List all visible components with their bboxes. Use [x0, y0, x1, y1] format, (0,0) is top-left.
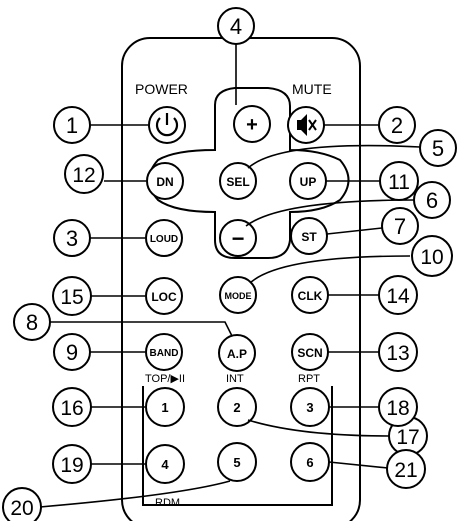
- svg-text:16: 16: [60, 397, 83, 420]
- svg-text:15: 15: [60, 286, 83, 309]
- callout-11: 11: [379, 161, 419, 201]
- svg-text:10: 10: [420, 246, 443, 269]
- svg-text:2: 2: [391, 113, 403, 138]
- mute-button[interactable]: [287, 106, 325, 144]
- volume-up-button[interactable]: +: [233, 105, 271, 143]
- volume-down-button[interactable]: −: [219, 219, 257, 257]
- digit-6-label: 6: [306, 455, 313, 470]
- callout-12: 12: [64, 154, 104, 194]
- power-icon: [155, 117, 179, 137]
- svg-text:6: 6: [426, 188, 438, 213]
- svg-text:5: 5: [432, 136, 444, 161]
- callout-5: 5: [419, 129, 457, 167]
- power-label: POWER: [135, 81, 188, 97]
- callout-3: 3: [53, 219, 91, 257]
- svg-text:11: 11: [388, 171, 410, 194]
- digit-2-button[interactable]: 2: [217, 387, 257, 427]
- up-button[interactable]: UP: [289, 162, 327, 200]
- svg-text:13: 13: [386, 342, 409, 365]
- digit-3-button[interactable]: 3: [290, 387, 330, 427]
- plus-icon: +: [246, 114, 258, 136]
- minus-icon: −: [232, 226, 245, 251]
- callout-16: 16: [52, 387, 92, 427]
- loc-button-label: LOC: [151, 290, 177, 304]
- svg-text:14: 14: [386, 285, 410, 308]
- callout-18: 18: [378, 387, 418, 427]
- scn-button[interactable]: SCN: [291, 333, 329, 371]
- callout-21: 21: [386, 449, 426, 489]
- svg-text:1: 1: [66, 113, 78, 138]
- rdm-label: RDM: [155, 497, 180, 509]
- up-button-label: UP: [300, 175, 317, 189]
- ap-button[interactable]: A.P: [218, 334, 256, 372]
- mute-label: MUTE: [292, 81, 332, 97]
- svg-text:4: 4: [230, 14, 242, 39]
- clk-button-label: CLK: [298, 289, 323, 303]
- callout-9: 9: [53, 333, 91, 371]
- top-label: TOP/▶II: [145, 373, 185, 385]
- mode-button[interactable]: MODE: [219, 276, 257, 314]
- band-button-label: BAND: [150, 348, 179, 359]
- callout-2: 2: [378, 106, 416, 144]
- svg-text:9: 9: [66, 340, 78, 365]
- svg-text:20: 20: [10, 497, 33, 520]
- scn-button-label: SCN: [297, 346, 322, 360]
- digit-3-label: 3: [306, 400, 313, 415]
- svg-text:12: 12: [72, 164, 95, 187]
- callout-13: 13: [378, 332, 418, 372]
- digit-1-button[interactable]: 1: [145, 387, 185, 427]
- svg-text:7: 7: [394, 214, 406, 239]
- digit-5-label: 5: [233, 455, 240, 470]
- number-group-frame: [142, 386, 333, 506]
- callout-14: 14: [378, 275, 418, 315]
- speaker-mute-icon: [297, 114, 307, 136]
- dn-button-label: DN: [156, 175, 173, 189]
- callout-8: 8: [13, 303, 51, 341]
- callout-1: 1: [53, 106, 91, 144]
- st-button-label: ST: [301, 230, 317, 244]
- clk-button[interactable]: CLK: [291, 276, 329, 314]
- callout-19: 19: [52, 444, 92, 484]
- dn-button[interactable]: DN: [146, 162, 184, 200]
- svg-text:19: 19: [60, 454, 83, 477]
- svg-text:17: 17: [396, 426, 419, 449]
- digit-2-label: 2: [233, 400, 240, 415]
- digit-4-button[interactable]: 4: [145, 444, 185, 484]
- callout-6: 6: [413, 181, 451, 219]
- callout-4: 4: [217, 7, 255, 45]
- digit-1-label: 1: [161, 400, 168, 415]
- callout-20: 20: [2, 487, 42, 521]
- svg-text:21: 21: [394, 459, 417, 482]
- band-button[interactable]: BAND: [145, 333, 183, 371]
- rpt-label: RPT: [298, 373, 320, 385]
- st-button[interactable]: ST: [290, 217, 328, 255]
- sel-button-label: SEL: [226, 175, 249, 189]
- int-label: INT: [226, 373, 244, 385]
- svg-text:18: 18: [386, 397, 409, 420]
- callout-10: 10: [411, 235, 453, 277]
- sel-button[interactable]: SEL: [219, 162, 257, 200]
- loud-button-label: LOUD: [150, 234, 178, 245]
- mode-button-label: MODE: [225, 291, 252, 301]
- svg-text:8: 8: [26, 310, 38, 335]
- loud-button[interactable]: LOUD: [145, 219, 183, 257]
- digit-5-button[interactable]: 5: [217, 442, 257, 482]
- digit-4-label: 4: [161, 457, 169, 472]
- loc-button[interactable]: LOC: [145, 277, 183, 315]
- callout-15: 15: [52, 276, 92, 316]
- leader-lines: [39, 44, 421, 508]
- svg-text:3: 3: [66, 226, 78, 251]
- callout-7: 7: [381, 207, 419, 245]
- ap-button-label: A.P: [227, 347, 247, 361]
- power-button[interactable]: [148, 106, 186, 144]
- digit-6-button[interactable]: 6: [290, 442, 330, 482]
